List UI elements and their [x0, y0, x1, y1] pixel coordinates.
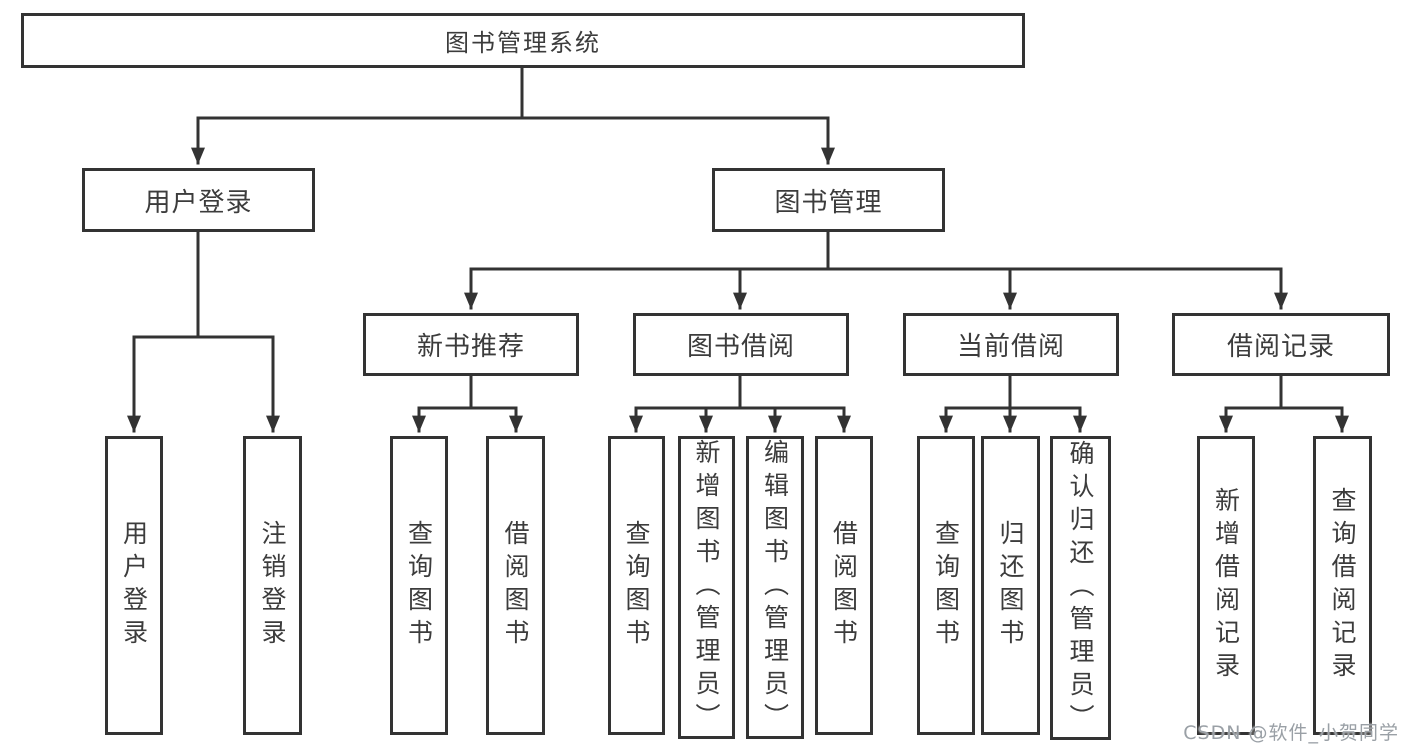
leaf-newbook-borrow-books: 借阅图书	[486, 436, 545, 735]
leaf-user-login: 用户登录	[105, 436, 163, 735]
node-label: 借阅图书	[501, 519, 530, 652]
leaf-current-return-books: 归还图书	[981, 436, 1040, 735]
edge-new-book-to-leaves	[412, 374, 523, 433]
node-label: 编辑图书（管理员）	[760, 439, 790, 736]
edge-user-login-to-leaves	[127, 230, 280, 433]
node-label: 查询图书	[622, 519, 651, 652]
node-label: 查询图书	[931, 519, 961, 652]
node-label: 用户登录	[144, 187, 253, 218]
node-label: 借阅图书	[829, 519, 859, 652]
node-current-borrowing: 当前借阅	[903, 313, 1119, 376]
node-borrow-records: 借阅记录	[1172, 313, 1390, 376]
edge-book-mgmt-to-level3	[464, 230, 1288, 310]
node-label: 查询图书	[404, 519, 434, 652]
node-label: 新书推荐	[416, 332, 525, 362]
leaf-current-query-books: 查询图书	[917, 436, 975, 735]
root-node-library-system: 图书管理系统	[21, 13, 1025, 68]
edge-current-borrow-to-leaves	[939, 374, 1087, 433]
node-label: 当前借阅	[956, 332, 1065, 362]
node-label: 借阅记录	[1226, 332, 1335, 362]
leaf-record-query-borrow-record: 查询借阅记录	[1313, 436, 1372, 735]
node-label: 图书管理	[774, 187, 883, 218]
leaf-logout: 注销登录	[243, 436, 302, 735]
csdn-watermark: CSDN @软件_小贺同学	[1183, 722, 1399, 744]
edge-borrow-record-to-leaves	[1219, 374, 1349, 433]
node-book-management: 图书管理	[712, 168, 945, 232]
leaf-borrowing-borrow-books: 借阅图书	[815, 436, 873, 735]
node-book-borrowing: 图书借阅	[633, 313, 849, 376]
node-label: 查询借阅记录	[1328, 486, 1357, 685]
leaf-current-confirm-return-admin: 确认归还（管理员）	[1050, 436, 1111, 740]
edge-root-to-level2	[191, 66, 835, 165]
node-label: 新增图书（管理员）	[692, 439, 721, 736]
leaf-record-add-borrow-record: 新增借阅记录	[1197, 436, 1255, 735]
leaf-borrowing-edit-books-admin: 编辑图书（管理员）	[746, 436, 804, 739]
edge-book-borrow-to-leaves	[629, 374, 851, 433]
node-new-book-recommend: 新书推荐	[363, 313, 579, 376]
leaf-newbook-query-books: 查询图书	[390, 436, 448, 735]
node-label: 图书借阅	[686, 332, 795, 362]
node-label: 确认归还（管理员）	[1066, 439, 1095, 737]
node-label: 归还图书	[996, 519, 1025, 652]
node-label: 新增借阅记录	[1211, 486, 1241, 685]
leaf-borrowing-query-books: 查询图书	[608, 436, 665, 735]
leaf-borrowing-add-books-admin: 新增图书（管理员）	[678, 436, 735, 739]
node-label: 图书管理系统	[445, 29, 601, 57]
node-label: 用户登录	[119, 519, 149, 652]
node-user-login: 用户登录	[82, 168, 315, 232]
node-label: 注销登录	[258, 519, 287, 652]
